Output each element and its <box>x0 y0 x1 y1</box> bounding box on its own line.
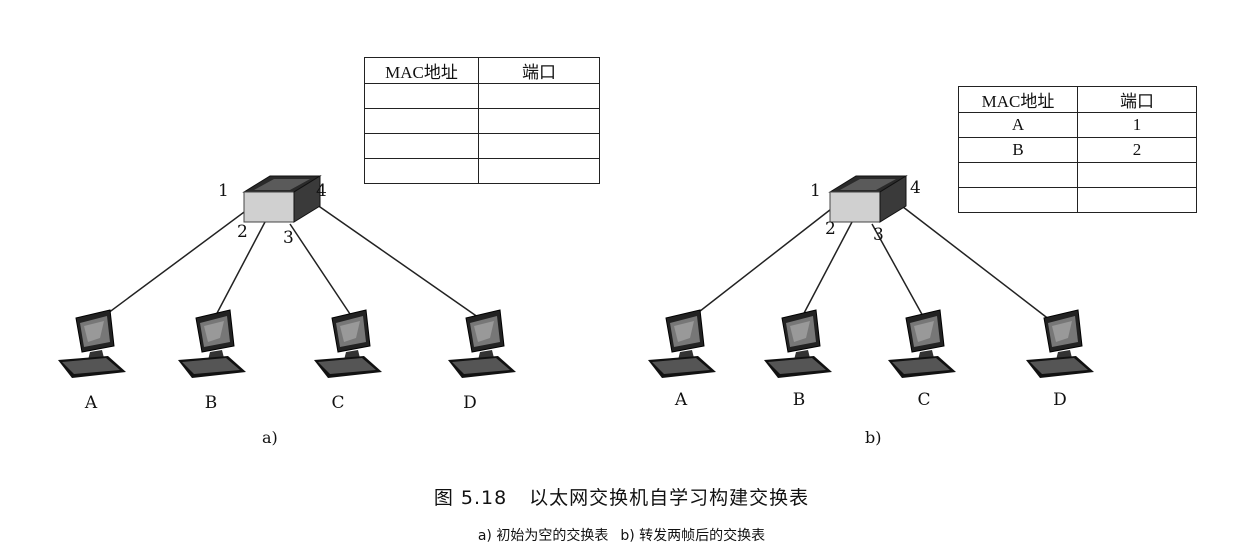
mac-table: MAC地址 端口 A 1 B 2 <box>958 86 1197 213</box>
diagram-panel-a: 1 2 3 4 A B C D a) MAC地址 端口 <box>0 0 620 460</box>
switch-icon <box>828 175 908 223</box>
computer-icon <box>314 309 382 378</box>
link-line <box>214 221 266 318</box>
mac-cell <box>958 162 1078 188</box>
port-header: 端口 <box>478 57 600 84</box>
host-label: C <box>917 390 931 410</box>
port-cell: 2 <box>1077 137 1197 163</box>
port-cell <box>1077 187 1197 213</box>
table-row <box>364 108 600 134</box>
host-label: B <box>204 393 218 413</box>
port-label: 3 <box>283 228 294 248</box>
table-row <box>958 187 1197 213</box>
panel-label: a) <box>262 428 278 447</box>
computer-icon <box>648 309 716 378</box>
link-line <box>893 199 1051 321</box>
subcaption-b: b) 转发两帧后的交换表 <box>620 528 766 544</box>
host-label: C <box>331 393 345 413</box>
port-cell <box>478 108 600 134</box>
computer-icon <box>178 309 246 378</box>
host-label: D <box>463 393 477 413</box>
link-line <box>685 205 836 323</box>
mac-table: MAC地址 端口 <box>364 57 600 184</box>
figure-subcaption: a) 初始为空的交换表 b) 转发两帧后的交换表 <box>0 525 1243 545</box>
mac-header: MAC地址 <box>364 57 479 84</box>
port-cell <box>1077 162 1197 188</box>
subcaption-a: a) 初始为空的交换表 <box>477 528 609 544</box>
mac-cell <box>958 187 1078 213</box>
port-label: 2 <box>825 219 836 239</box>
link-line <box>309 199 486 323</box>
switch-icon <box>242 175 322 223</box>
panel-label: b) <box>865 428 882 447</box>
table-row <box>364 83 600 109</box>
mac-cell <box>364 83 479 109</box>
figure-number: 图 5.18 <box>433 487 508 509</box>
port-label: 2 <box>237 222 248 242</box>
host-label: D <box>1053 390 1067 410</box>
link-line <box>871 223 925 319</box>
link-line <box>801 221 853 318</box>
computer-icon <box>58 309 126 378</box>
table-row <box>364 158 600 184</box>
table-row: B 2 <box>958 137 1197 163</box>
computer-icon <box>888 309 956 378</box>
figure-caption: 图 5.18 以太网交换机自学习构建交换表 <box>0 483 1243 510</box>
computer-icon <box>448 309 516 378</box>
link-line <box>289 223 351 315</box>
port-label: 1 <box>810 181 821 201</box>
port-label: 4 <box>910 178 921 198</box>
port-cell <box>478 83 600 109</box>
table-row <box>958 162 1197 188</box>
port-label: 1 <box>218 181 229 201</box>
mac-cell: A <box>958 112 1078 138</box>
mac-cell <box>364 158 479 184</box>
computer-icon <box>1026 309 1094 378</box>
table-row <box>364 133 600 159</box>
network-diagram-a <box>58 175 516 378</box>
host-label: B <box>792 390 806 410</box>
table-header-row: MAC地址 端口 <box>958 86 1197 113</box>
mac-cell <box>364 108 479 134</box>
port-header: 端口 <box>1077 86 1197 113</box>
port-label: 3 <box>873 225 884 245</box>
table-row: A 1 <box>958 112 1197 138</box>
mac-header: MAC地址 <box>958 86 1078 113</box>
mac-cell <box>364 133 479 159</box>
link-line <box>95 203 256 323</box>
computer-icon <box>764 309 832 378</box>
diagram-panel-b: 1 2 3 4 A B C D b) MAC地址 端口 A 1 B 2 <box>600 0 1243 460</box>
port-label: 4 <box>316 181 327 201</box>
mac-cell: B <box>958 137 1078 163</box>
port-cell <box>478 133 600 159</box>
table-header-row: MAC地址 端口 <box>364 57 600 84</box>
host-label: A <box>84 393 98 413</box>
figure-title: 以太网交换机自学习构建交换表 <box>529 487 810 509</box>
port-cell <box>478 158 600 184</box>
port-cell: 1 <box>1077 112 1197 138</box>
host-label: A <box>674 390 688 410</box>
network-diagram-b <box>648 175 1094 378</box>
